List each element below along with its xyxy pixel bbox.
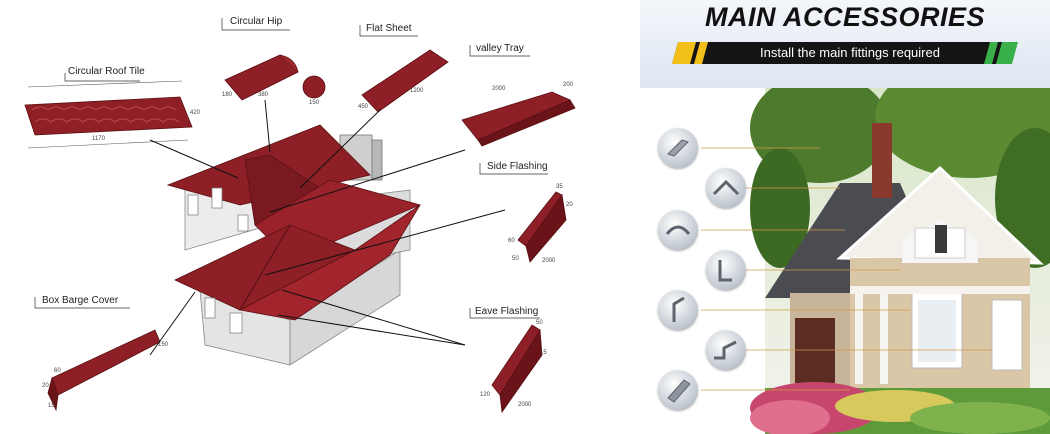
ridge-cap-icon <box>706 168 746 208</box>
corner-trim-icon <box>658 290 698 330</box>
hip-line <box>239 224 291 311</box>
label-circular-roof-tile: Circular Roof Tile <box>68 66 145 77</box>
dim-hip-circle: 150 <box>309 100 320 106</box>
roof-diagram-panel: Circular Roof Tile Circular Hip Flat She… <box>24 16 576 414</box>
step-flashing-icon <box>706 330 746 370</box>
label-circular-hip: Circular Hip <box>230 16 283 27</box>
flat-sheet-part <box>361 49 449 113</box>
angle-trim-icon <box>658 128 698 168</box>
label-valley-tray: valley Tray <box>476 43 524 54</box>
box-barge-part <box>51 329 161 396</box>
dim-side-b: 20 <box>566 202 573 208</box>
dim-side-a: 60 <box>508 238 515 244</box>
roof-diagram-svg <box>24 18 576 414</box>
subtitle-bar <box>672 42 1018 64</box>
dim-side-top: 35 <box>556 184 563 190</box>
accessories-title: MAIN ACCESSORIES <box>704 2 986 32</box>
dim-eave-b: 15 <box>540 350 547 356</box>
dim-barge-a: 150 <box>158 342 169 348</box>
dim-barge-d: 15 <box>48 403 55 409</box>
dim-side-c: 50 <box>512 256 519 262</box>
dim-eave-length: 2000 <box>518 402 532 408</box>
dim-tile-width: 1170 <box>92 136 105 142</box>
roof-tile-sheet <box>24 96 193 136</box>
dim-valley-length: 2000 <box>492 86 506 92</box>
dim-flat-length: 1200 <box>410 88 424 94</box>
gutter-guard-icon <box>658 370 698 410</box>
dim-barge-b: 60 <box>54 368 61 374</box>
window <box>211 187 223 209</box>
accessories-header: MAIN ACCESSORIES Install the main fittin… <box>640 0 1050 88</box>
callout-lines <box>701 147 992 391</box>
label-box-barge-cover: Box Barge Cover <box>42 295 119 306</box>
house-photo <box>640 88 1050 434</box>
dim-flat-width: 450 <box>358 104 369 110</box>
dim-hip-length: 380 <box>258 92 269 98</box>
dim-tile-height: 420 <box>190 110 201 116</box>
accessories-panel: MAIN ACCESSORIES Install the main fittin… <box>640 0 1050 434</box>
tile-ridges <box>31 106 177 111</box>
gable-trim-icon <box>706 250 746 290</box>
label-side-flashing: Side Flashing <box>487 161 548 172</box>
green-stripe <box>984 42 998 64</box>
chimney-side <box>371 139 383 181</box>
window <box>187 194 199 216</box>
dim-hip-width: 180 <box>222 92 233 98</box>
accessories-subtitle: Install the main fittings required <box>760 45 940 60</box>
window <box>204 297 216 319</box>
yellow-stripe <box>672 42 696 64</box>
window <box>229 312 243 334</box>
window <box>237 214 249 232</box>
pointer-lines <box>149 99 506 356</box>
hip-cap-icon <box>658 210 698 250</box>
dim-eave-c: 120 <box>480 392 491 398</box>
hip-end-cap <box>302 75 326 99</box>
dim-side-length: 2000 <box>542 258 556 264</box>
dim-eave-a: 50 <box>536 320 543 326</box>
label-eave-flashing: Eave Flashing <box>475 306 539 317</box>
dim-barge-c: 20 <box>42 383 49 389</box>
tile-ridges <box>34 118 180 123</box>
label-flat-sheet: Flat Sheet <box>366 23 412 34</box>
dim-valley-width: 200 <box>563 82 574 88</box>
